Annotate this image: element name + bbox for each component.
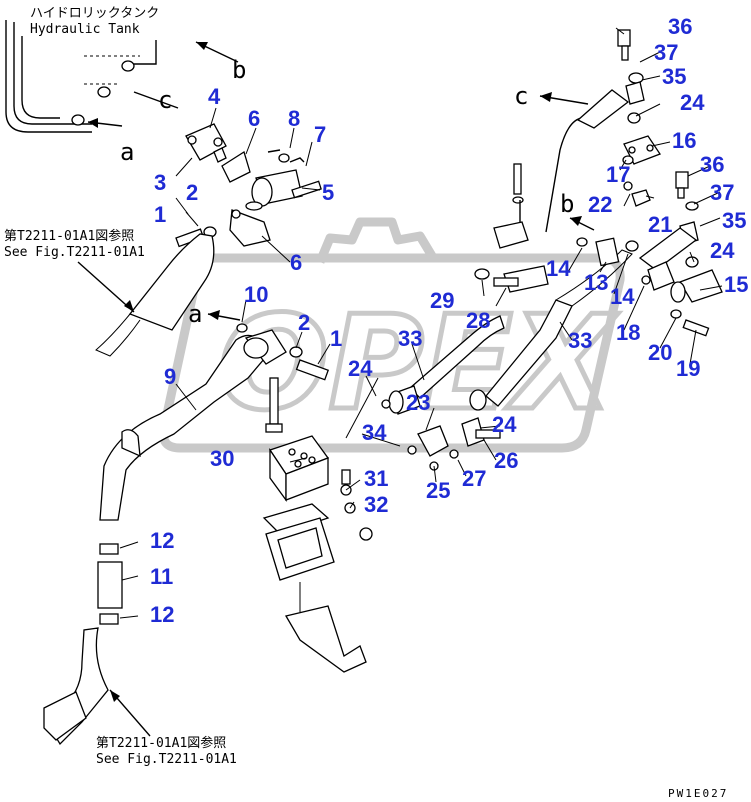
figure-code: PW1E027 <box>668 787 728 800</box>
callout-17: 17 <box>606 162 630 187</box>
valve-block <box>262 377 373 673</box>
callout-14a: 14 <box>546 256 571 281</box>
callout-36b: 36 <box>700 152 724 177</box>
connector-c-top: c <box>158 86 172 114</box>
callout-12a: 12 <box>150 528 174 553</box>
main-hose <box>43 323 330 746</box>
callout-8: 8 <box>288 106 300 131</box>
connector-a-mid: a <box>188 300 202 328</box>
callout-1b: 1 <box>330 326 342 351</box>
center-hoses <box>345 249 633 471</box>
callout-24c: 24 <box>680 90 705 115</box>
connector-b-top: b <box>232 56 246 84</box>
upper-left-fittings <box>95 123 322 357</box>
callout-21: 21 <box>648 212 672 237</box>
callout-16: 16 <box>672 128 696 153</box>
callout-25: 25 <box>426 478 450 503</box>
hydraulic-tank <box>5 20 157 133</box>
callout-29: 29 <box>430 288 454 313</box>
callout-12b: 12 <box>150 602 174 627</box>
ref-note-top-en: See Fig.T2211-01A1 <box>4 245 145 260</box>
callout-33b: 33 <box>568 328 592 353</box>
watermark-gear <box>315 217 436 264</box>
callout-5: 5 <box>322 180 334 205</box>
callout-36a: 36 <box>668 14 692 39</box>
callout-27: 27 <box>462 466 486 491</box>
callout-13: 13 <box>584 270 608 295</box>
callout-37a: 37 <box>654 40 678 65</box>
ref-note-bottom-jp: 第T2211-01A1図参照 <box>96 735 226 751</box>
callout-35a: 35 <box>662 64 686 89</box>
callout-24d: 24 <box>710 238 735 263</box>
connector-b-right: b <box>560 190 574 218</box>
callout-18: 18 <box>616 320 640 345</box>
callout-14b: 14 <box>610 284 635 309</box>
callout-35b: 35 <box>722 208 746 233</box>
right-fittings <box>207 29 723 337</box>
leader-lines <box>119 27 723 619</box>
connector-a-top: a <box>120 138 134 166</box>
callout-4: 4 <box>208 84 221 109</box>
callout-10: 10 <box>244 282 268 307</box>
callout-6a: 6 <box>248 106 260 131</box>
callout-34: 34 <box>362 420 387 445</box>
callout-22: 22 <box>588 192 612 217</box>
callout-28: 28 <box>466 308 490 333</box>
callout-26: 26 <box>494 448 518 473</box>
callout-3: 3 <box>154 170 166 195</box>
callouts: 1 2 3 4 5 6 6 7 8 9 10 2 1 11 12 12 13 1… <box>150 14 748 627</box>
callout-11: 11 <box>150 564 173 589</box>
callout-9: 9 <box>164 364 176 389</box>
ref-note-bottom-en: See Fig.T2211-01A1 <box>96 752 237 767</box>
callout-1: 1 <box>154 202 166 227</box>
bracket <box>474 117 583 293</box>
callout-6b: 6 <box>290 250 302 275</box>
callout-37b: 37 <box>710 180 734 205</box>
ref-note-top-jp: 第T2211-01A1図参照 <box>4 228 134 244</box>
tank-title-en: Hydraulic Tank <box>30 22 140 37</box>
callout-19: 19 <box>676 356 700 381</box>
callout-15: 15 <box>724 272 748 297</box>
tank-title-jp: ハイドロリックタンク <box>30 6 159 21</box>
callout-24b: 24 <box>492 412 517 437</box>
callout-23: 23 <box>406 390 430 415</box>
callout-2: 2 <box>186 180 198 205</box>
callout-24a: 24 <box>348 356 373 381</box>
callout-2b: 2 <box>298 310 310 335</box>
callout-33a: 33 <box>398 326 422 351</box>
callout-30: 30 <box>210 446 234 471</box>
callout-32: 32 <box>364 492 388 517</box>
callout-7: 7 <box>314 122 326 147</box>
callout-20: 20 <box>648 340 672 365</box>
connector-c-right: c <box>514 82 528 110</box>
callout-31: 31 <box>364 466 388 491</box>
